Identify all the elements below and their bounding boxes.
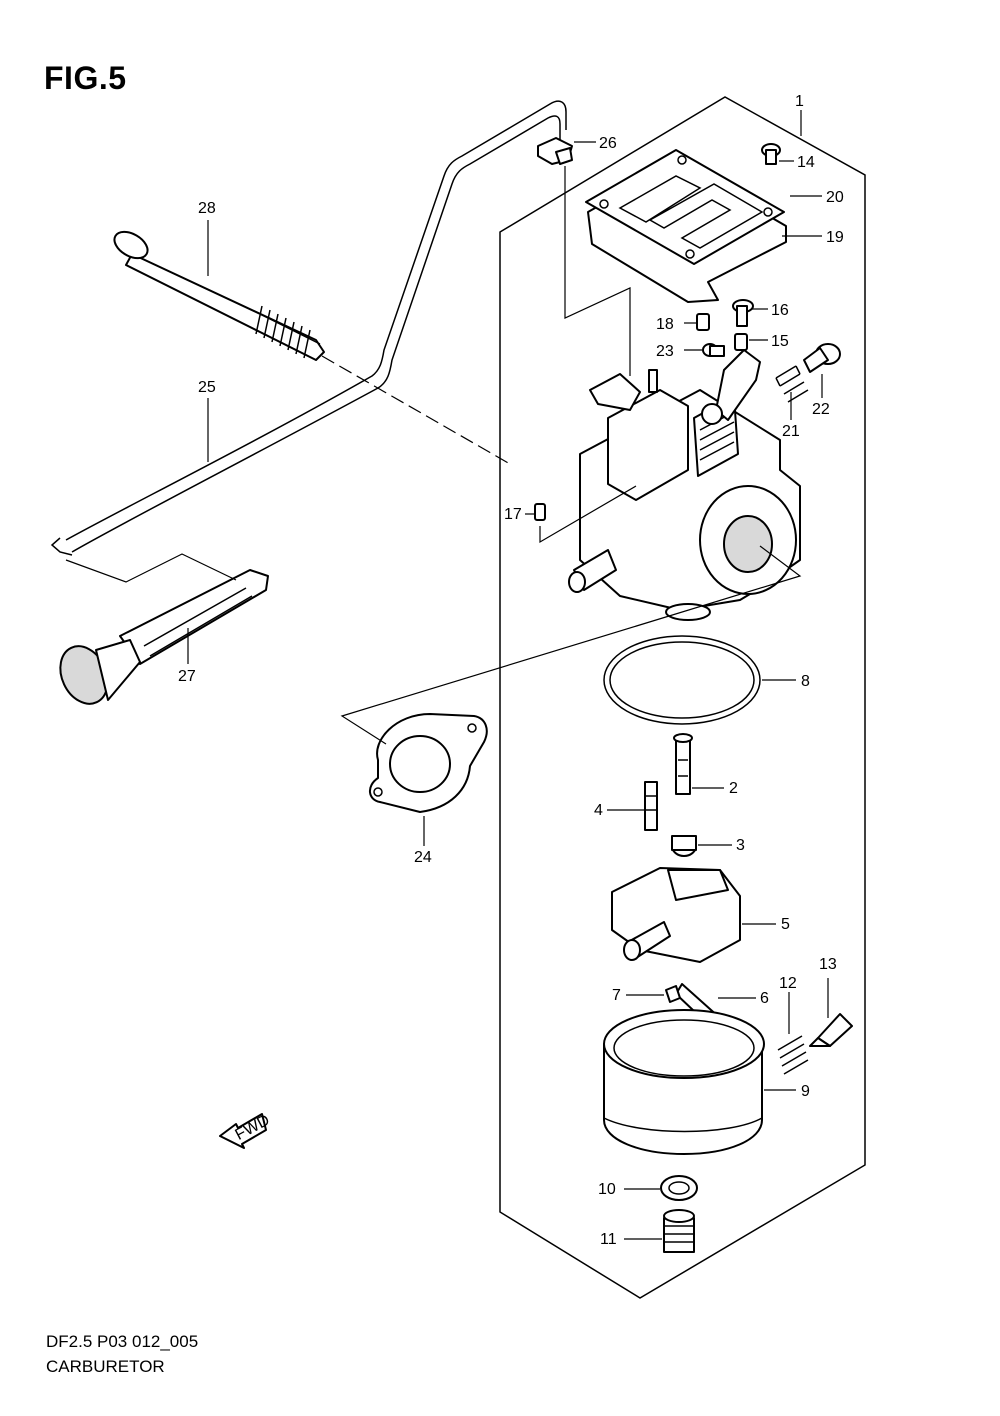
part-18-screw: [696, 313, 710, 331]
part-20-plate: [585, 149, 785, 265]
ref-line-27: [65, 553, 237, 583]
part-5-float: [611, 867, 741, 963]
part-7-clip: [665, 985, 681, 1003]
part-12-spring: [777, 1035, 809, 1075]
callout-16: 16: [771, 302, 789, 319]
callout-28: 28: [198, 200, 216, 217]
callout-8: 8: [801, 673, 810, 690]
callout-26: 26: [599, 135, 617, 152]
callout-5: 5: [781, 916, 790, 933]
part-21-spring: [775, 365, 809, 403]
part-4-jet: [644, 781, 658, 831]
callout-24: 24: [414, 849, 432, 866]
callout-18: 18: [656, 316, 674, 333]
callout-4: 4: [594, 802, 603, 819]
part-17-screw: [534, 503, 546, 521]
part-2-jet: [673, 733, 693, 795]
callout-10: 10: [598, 1181, 616, 1198]
callout-14: 14: [797, 154, 815, 171]
callout-6: 6: [760, 990, 769, 1007]
callout-7: 7: [612, 987, 621, 1004]
part-28-screw: [113, 230, 325, 361]
carburetor-body: [568, 349, 801, 621]
callout-23: 23: [656, 343, 674, 360]
part-13-screw: [809, 1013, 853, 1047]
callout-leaders: [187, 110, 829, 1240]
part-22-screw: [803, 343, 841, 373]
part-9-float-bowl: [603, 1009, 765, 1155]
callout-11: 11: [600, 1231, 617, 1248]
part-10-washer: [660, 1175, 698, 1201]
callout-labels: 1 2 3 4 5 6 7 8 9 10 11 12 13 14 15 16 1…: [178, 93, 844, 1248]
callout-21: 21: [782, 423, 800, 440]
diagram-code: DF2.5 P03 012_005: [46, 1332, 199, 1351]
callout-12: 12: [779, 975, 797, 992]
part-3-seat: [671, 835, 697, 857]
part-26-clip: [537, 137, 573, 165]
ref-line-17: [539, 485, 637, 544]
callout-1: 1: [795, 93, 804, 110]
callout-25: 25: [198, 379, 216, 396]
callout-17: 17: [504, 506, 522, 523]
part-25-choke-rod: [50, 100, 567, 556]
callout-22: 22: [812, 401, 830, 418]
part-8-o-ring: [603, 635, 761, 725]
callout-15: 15: [771, 333, 789, 350]
ref-line-28: [321, 355, 511, 465]
ref-line-24: [340, 545, 802, 745]
callout-19: 19: [826, 229, 844, 246]
part-27-choke-knob: [59, 569, 269, 705]
ref-line-26: [564, 166, 631, 376]
part-15-screw: [734, 333, 748, 351]
fwd-arrow-icon: FWD: [219, 1112, 273, 1149]
part-23-screw: [702, 343, 725, 357]
fwd-label: FWD: [232, 1112, 272, 1144]
callout-2: 2: [729, 780, 738, 797]
diagram-name: CARBURETOR: [46, 1357, 165, 1376]
part-11-drain-screw: [663, 1209, 695, 1253]
assembly-outline: [499, 96, 866, 1299]
callout-13: 13: [819, 956, 837, 973]
part-14-screw: [761, 143, 781, 165]
part-24-gasket: [369, 713, 488, 813]
figure-title: FIG.5: [44, 60, 127, 96]
part-16-screw: [732, 299, 754, 327]
callout-27: 27: [178, 668, 196, 685]
callout-9: 9: [801, 1083, 810, 1100]
callout-20: 20: [826, 189, 844, 206]
callout-3: 3: [736, 837, 745, 854]
